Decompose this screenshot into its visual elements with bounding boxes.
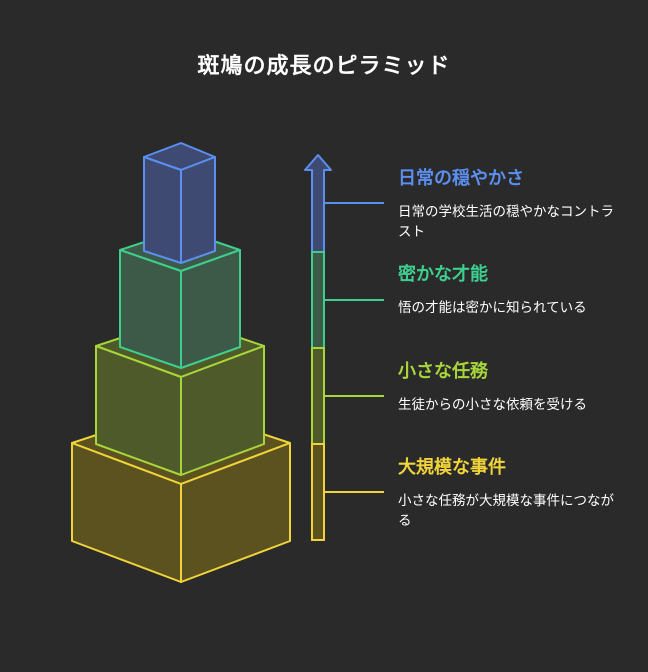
- pyramid-tier-1: [143, 142, 216, 264]
- level-2-title: 密かな才能: [398, 264, 488, 285]
- level-2-description: 悟の才能は密かに知られている: [398, 300, 587, 316]
- level-3-title: 小さな任務: [398, 361, 488, 382]
- level-3-description: 生徒からの小さな依頼を受ける: [398, 397, 587, 413]
- level-4-label: 大規模な事件 小さな任務が大規模な事件につながる: [398, 457, 618, 531]
- level-4-title: 大規模な事件: [398, 457, 506, 478]
- level-1-title: 日常の穏やかさ: [398, 168, 524, 189]
- level-3-label: 小さな任務 生徒からの小さな依頼を受ける: [398, 361, 618, 415]
- diagram-title: 斑鳩の成長のピラミッド: [197, 54, 451, 79]
- level-4-description: 小さな任務が大規模な事件につながる: [398, 493, 614, 529]
- progress-arrow: [304, 154, 332, 541]
- level-2-label: 密かな才能 悟の才能は密かに知られている: [398, 264, 618, 318]
- level-1-label: 日常の穏やかさ 日常の学校生活の穏やかなコントラスト: [398, 168, 618, 242]
- level-1-description: 日常の学校生活の穏やかなコントラスト: [398, 204, 614, 240]
